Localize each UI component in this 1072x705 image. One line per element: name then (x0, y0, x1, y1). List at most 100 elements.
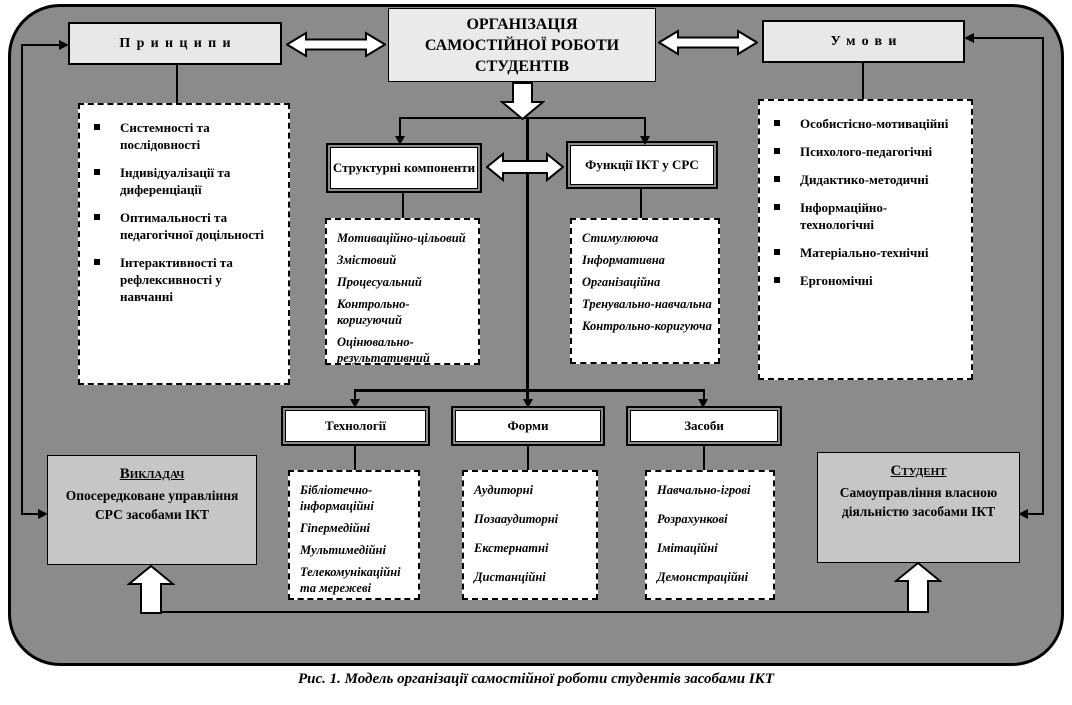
bullet-icon (774, 120, 780, 126)
list-item-text: Контрольно-коригуюча (582, 319, 712, 333)
list-item-text: Гіпермедійні (300, 521, 370, 535)
double-arrow-icon (486, 151, 564, 183)
list-item-text: Тренувально-навчальна (582, 297, 712, 311)
list-item-text: Контрольно-коригуючий (337, 297, 410, 327)
list-item-text: Інформаційно-технологічні (800, 200, 888, 232)
student-title: Студент (890, 463, 947, 479)
list-item-text: Бібліотечно-інформаційні (300, 483, 374, 513)
arrowhead-icon (640, 136, 650, 145)
connector-line (527, 444, 529, 470)
forms-box: Форми (451, 406, 605, 446)
principles-header: Принципи (68, 22, 282, 65)
structural-components-box: Структурні компоненти (326, 143, 482, 193)
list-item-text: Демонстраційні (657, 570, 749, 584)
list-item-text: Аудиторні (474, 483, 534, 497)
list-item-text: Оцінювально-результативний (337, 335, 430, 365)
connector-line (644, 117, 646, 138)
list-item-text: Телекомунікаційні та мережеві (300, 565, 401, 595)
list-item-text: Індивідуалізації та диференціації (120, 165, 231, 197)
connector-line (973, 37, 1044, 39)
list-item-text: Оптимальності та педагогічної доцільност… (120, 210, 265, 242)
list-item: Дидактико-методичні (772, 171, 965, 188)
connector-line (21, 513, 40, 515)
connector-line (1042, 37, 1044, 515)
arrowhead-icon (523, 399, 533, 408)
list-item-text: Позааудиторні (474, 512, 559, 526)
double-arrow-icon (286, 31, 386, 58)
up-block-arrow-icon (894, 561, 942, 613)
connector-line (862, 63, 864, 99)
list-item: Матеріально-технічні (772, 244, 965, 261)
arrowhead-icon (38, 509, 48, 519)
bullet-icon (774, 176, 780, 182)
list-item-text: Стимулююча (582, 231, 659, 245)
title-line: ОРГАНІЗАЦІЯ (466, 15, 578, 33)
arrowhead-icon (59, 40, 69, 50)
list-item: Оптимальності та педагогічної доцільност… (92, 209, 282, 243)
conditions-list: Особистісно-мотиваційні Психолого-педаго… (758, 99, 973, 380)
forms-label: Форми (507, 418, 549, 433)
title-line: СТУДЕНТІВ (474, 57, 570, 75)
connector-line (1027, 513, 1044, 515)
list-item-text: Мотиваційно-цільовий (337, 231, 466, 245)
list-item-text: Матеріально-технічні (800, 245, 929, 260)
means-label: Засоби (684, 418, 724, 433)
connector-line (21, 44, 23, 515)
bullet-icon (94, 124, 100, 130)
list-item-text: Психолого-педагогічні (800, 144, 933, 159)
principles-list: Системності та послідовності Індивідуалі… (78, 103, 290, 385)
list-item-text: Інтерактивності та рефлексивності у навч… (120, 255, 233, 304)
conditions-label: Умови (830, 33, 903, 49)
structural-list: Мотиваційно-цільовий Змістовий Процесуал… (325, 218, 480, 365)
list-item-text: Мультимедійні (300, 543, 386, 557)
list-item-text: Ергономічні (800, 273, 873, 288)
connector-line (354, 444, 356, 470)
bullet-icon (94, 169, 100, 175)
list-item-text: Розрахункові (657, 512, 728, 526)
bullet-icon (94, 214, 100, 220)
bullet-icon (774, 148, 780, 154)
means-box: Засоби (626, 406, 782, 446)
list-item-text: Особистісно-мотиваційні (800, 116, 949, 131)
list-item: Інформаційно-технологічні (772, 199, 965, 233)
teacher-title: Викладач (119, 466, 185, 482)
list-item-text: Організаційна (582, 275, 661, 289)
arrowhead-icon (964, 33, 974, 43)
list-item-text: Навчально-ігрові (657, 483, 751, 497)
connector-line (399, 117, 401, 138)
list-item-text: Процесуальний (337, 275, 422, 289)
connector-line (176, 65, 178, 103)
list-item-text: Дидактико-методичні (800, 172, 929, 187)
bullet-icon (774, 277, 780, 283)
ict-functions-list: Стимулююча Інформативна Організаційна Тр… (570, 218, 720, 364)
connector-line (354, 389, 356, 401)
teacher-text: Опосередковане управління СРС засобами І… (65, 488, 239, 522)
connector-line (526, 389, 529, 401)
list-item-text: Інформативна (582, 253, 665, 267)
bullet-icon (774, 204, 780, 210)
arrowhead-icon (350, 399, 360, 408)
bullet-icon (94, 259, 100, 265)
arrowhead-icon (1018, 509, 1028, 519)
title-line: САМОСТІЙНОЇ РОБОТИ (424, 36, 620, 54)
list-item-text: Системності та послідовності (120, 120, 210, 152)
double-arrow-icon (658, 29, 758, 56)
connector-line (526, 117, 529, 391)
arrowhead-icon (698, 399, 708, 408)
down-block-arrow-icon (500, 82, 545, 120)
list-item-text: Змістовий (337, 253, 397, 267)
list-item-text: Екстернатні (474, 541, 549, 555)
technologies-list: Бібліотечно-інформаційні Гіпермедійні Му… (288, 470, 420, 600)
technologies-box: Технології (281, 406, 430, 446)
connector-line (703, 389, 705, 401)
structural-label: Структурні компоненти (332, 160, 476, 175)
up-block-arrow-icon (127, 564, 175, 614)
list-item: Системності та послідовності (92, 119, 282, 153)
technologies-label: Технології (325, 418, 386, 433)
conditions-header: Умови (762, 20, 965, 63)
ict-functions-box: Функції ІКТ у СРС (566, 141, 718, 189)
list-item: Інтерактивності та рефлексивності у навч… (92, 254, 282, 305)
teacher-box: Викладач Опосередковане управління СРС з… (47, 455, 257, 565)
list-item: Індивідуалізації та диференціації (92, 164, 282, 198)
